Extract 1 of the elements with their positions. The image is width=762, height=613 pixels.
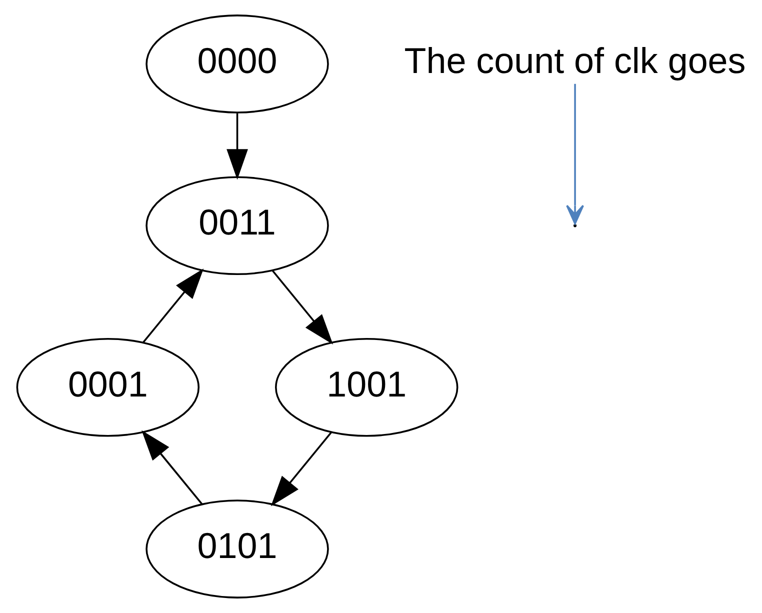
node-text: The count of clk goes (404, 40, 746, 81)
